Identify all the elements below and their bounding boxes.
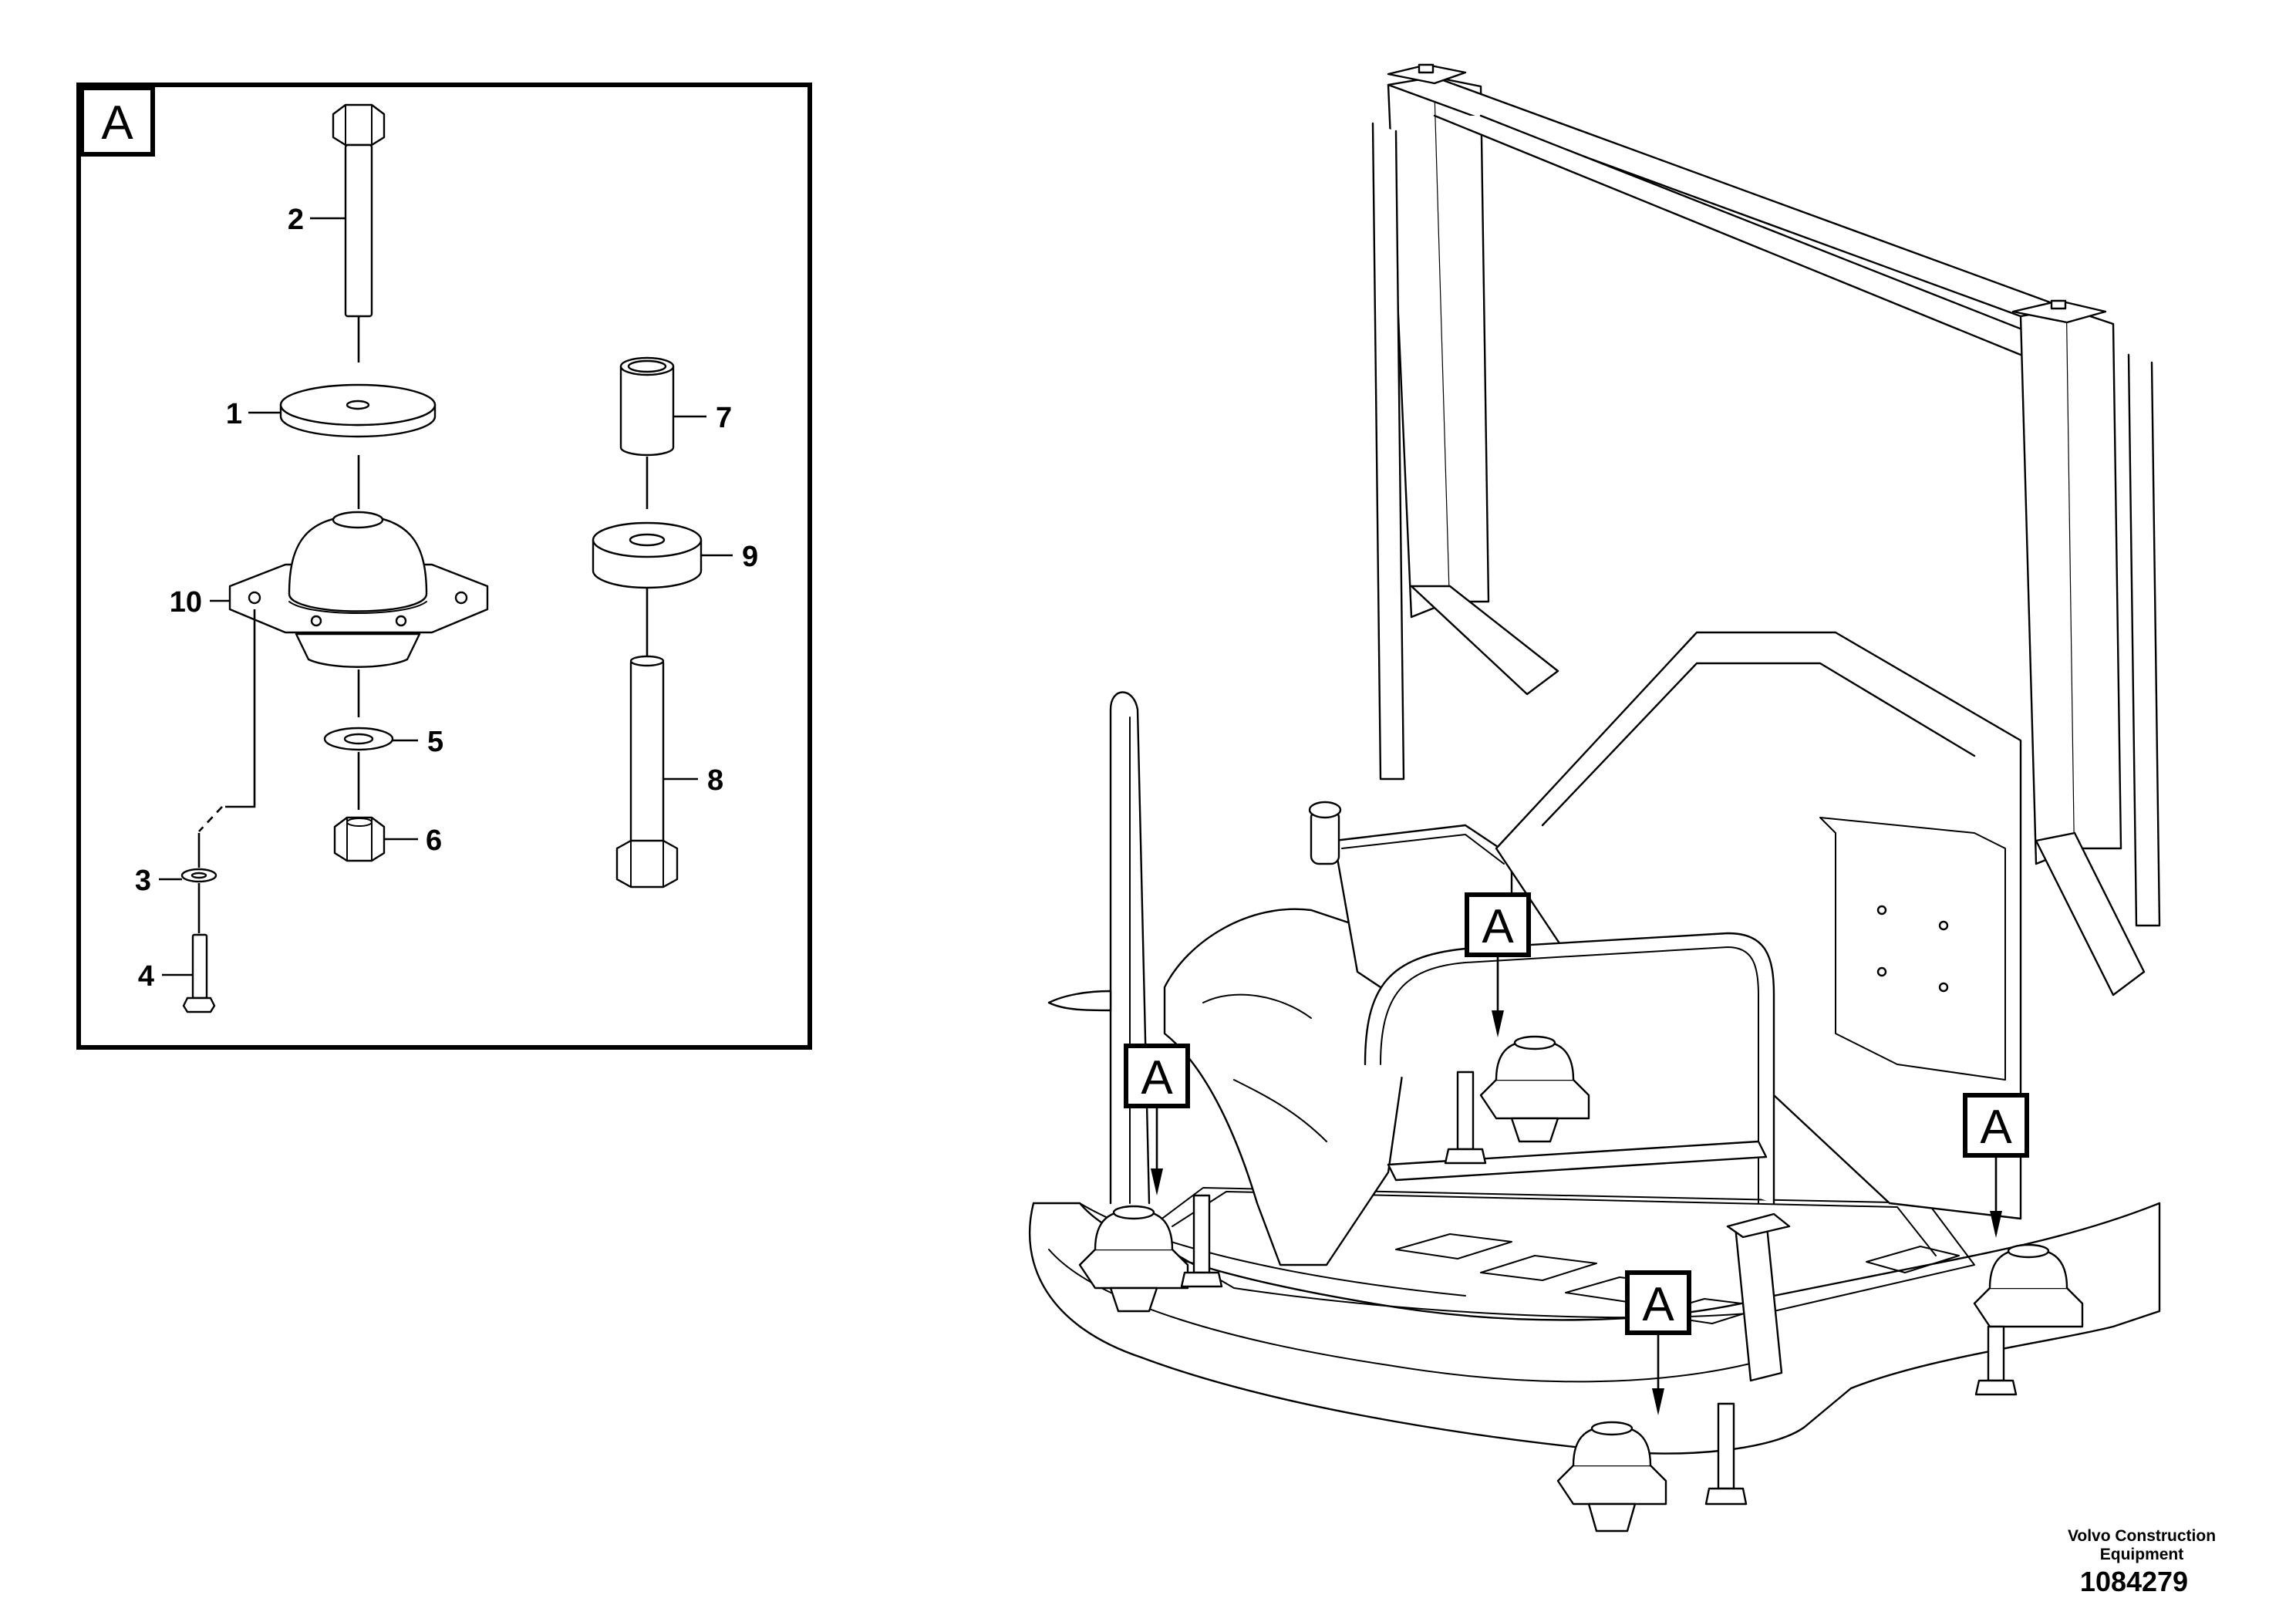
location-tag-right: A xyxy=(1963,1093,2029,1238)
callout-4: 4 xyxy=(138,960,154,993)
location-tag-upper: A xyxy=(1465,892,1531,1037)
callout-3: 3 xyxy=(135,865,151,897)
callout-2: 2 xyxy=(288,204,304,236)
callout-1: 1 xyxy=(226,398,242,430)
part-spacer-9-drawing xyxy=(592,521,703,656)
callout-7: 7 xyxy=(716,402,732,434)
part-rubber-mount-10-drawing xyxy=(228,511,489,717)
mount-right xyxy=(1973,1243,2084,1396)
part-washer-5-drawing xyxy=(323,727,394,810)
callout-9: 9 xyxy=(742,541,758,573)
part-washer-3-drawing xyxy=(180,833,217,933)
location-tag-label: A xyxy=(1980,1101,2012,1154)
mount-bottom xyxy=(1556,1402,1748,1533)
part-sleeve-7-drawing xyxy=(619,356,675,509)
mount-left xyxy=(1078,1194,1223,1313)
location-tag-label: A xyxy=(1482,900,1514,953)
location-tag-label: A xyxy=(1141,1051,1173,1104)
mount-middle xyxy=(1444,1035,1590,1165)
detail-view-label-box xyxy=(79,86,155,157)
part-screw-4-drawing xyxy=(182,933,216,1013)
brand-name-line2: Equipment xyxy=(2099,1546,2184,1563)
callout-10: 10 xyxy=(170,586,202,619)
part-washer-1-drawing xyxy=(279,383,437,509)
part-bolt-8-drawing xyxy=(615,655,679,889)
detail-view-a: A xyxy=(76,83,812,1050)
location-tag-label: A xyxy=(1642,1278,1674,1331)
assembly-mounts xyxy=(1078,1035,2084,1533)
location-tag-bottom: A xyxy=(1625,1270,1691,1415)
callout-8: 8 xyxy=(707,764,723,797)
part-bolt-2-drawing xyxy=(332,103,386,363)
brand-name: Volvo Construction xyxy=(2067,1527,2217,1545)
callout-5: 5 xyxy=(427,726,443,758)
part-nut-6-drawing xyxy=(333,816,386,862)
location-tag-left: A xyxy=(1124,1044,1190,1195)
detail-view-label: A xyxy=(101,96,133,150)
callout-6: 6 xyxy=(426,824,442,857)
drawing-number: 1084279 xyxy=(2079,1566,2189,1597)
